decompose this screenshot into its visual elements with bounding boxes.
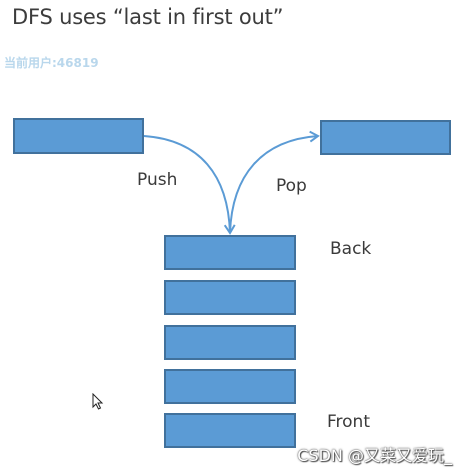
stack-item [164, 369, 296, 404]
slide-title: DFS uses “last in first out” [12, 5, 284, 29]
stack-item-back [164, 235, 296, 270]
current-user-tag: 当前用户:46819 [4, 56, 99, 70]
stack-item [164, 325, 296, 360]
front-label: Front [327, 412, 370, 432]
mouse-cursor-icon [92, 393, 104, 410]
pop-destination-box [320, 120, 451, 155]
push-source-box [13, 118, 144, 154]
pop-arrow [229, 130, 320, 234]
stack-item [164, 280, 296, 315]
push-label: Push [137, 170, 178, 190]
stack-item-front [164, 413, 296, 448]
watermark: CSDN @又菜又爱玩_ [297, 446, 452, 465]
back-label: Back [330, 239, 372, 259]
push-arrow [143, 135, 236, 235]
pop-label: Pop [276, 176, 307, 196]
